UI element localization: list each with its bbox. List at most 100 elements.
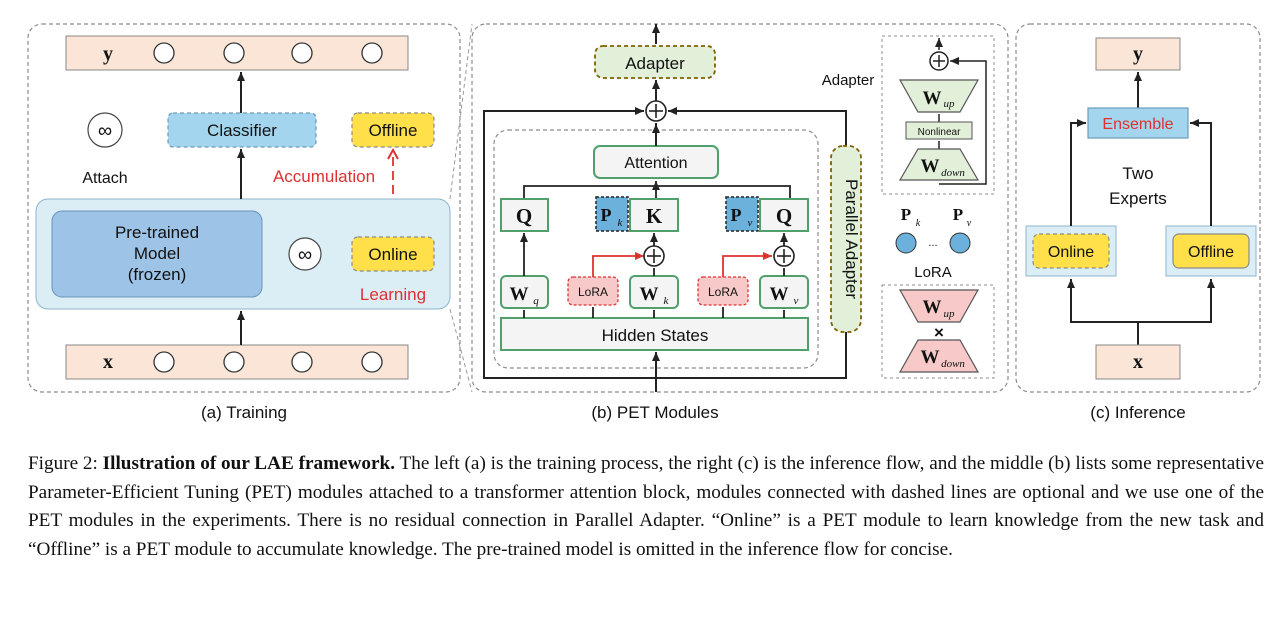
panel-training-frame xyxy=(27,23,461,393)
figure-title: Illustration of our LAE framework. xyxy=(102,453,396,474)
prefix-v-token xyxy=(949,232,971,254)
lora-up-projection xyxy=(898,289,980,323)
lora-times: × xyxy=(934,323,944,342)
panel-pet-caption: (b) PET Modules xyxy=(591,403,718,422)
weight-k-label: W xyxy=(640,284,659,305)
panel-inference-frame xyxy=(1015,23,1261,393)
lae-framework-figure: y ∞ Attach Classifier Offline Accumulati… xyxy=(27,23,1261,422)
input-label-x: x xyxy=(103,351,113,373)
key-box xyxy=(629,198,679,232)
online-label: Online xyxy=(368,245,417,264)
zoom-line-bottom xyxy=(449,308,473,393)
inference-online-label: Online xyxy=(1048,244,1094,261)
inference-online-box xyxy=(1032,233,1110,269)
prefix-k-side: P xyxy=(901,205,911,224)
adapter-down-subscript: down xyxy=(941,167,965,179)
input-token-circle xyxy=(153,351,175,373)
two-experts-line-2: Experts xyxy=(1109,189,1167,208)
parallel-adapter-box xyxy=(830,145,862,333)
offline-box xyxy=(351,112,435,148)
nonlinear-label: Nonlinear xyxy=(918,127,961,138)
ensemble-label: Ensemble xyxy=(1102,116,1173,133)
model-line-3: (frozen) xyxy=(128,265,187,284)
classifier-label: Classifier xyxy=(207,121,277,140)
output-label-y: y xyxy=(103,43,113,65)
input-token-circle xyxy=(291,351,313,373)
figure-caption: Figure 2: Illustration of our LAE framew… xyxy=(28,450,1264,564)
inference-input-x: x xyxy=(1133,351,1143,373)
panel-pet-modules: Adapter Attention Q P k K P v Q xyxy=(471,23,1009,422)
residual-path xyxy=(483,107,656,379)
inference-output-y: y xyxy=(1133,43,1143,65)
query-label-left: Q xyxy=(516,204,532,228)
hidden-states-label: Hidden States xyxy=(602,326,709,345)
attach-point-circle xyxy=(288,237,322,271)
model-line-2: Model xyxy=(134,244,180,263)
adapter-up-subscript: up xyxy=(944,98,956,110)
output-token-row: y xyxy=(65,35,409,71)
inference-output-box xyxy=(1095,37,1181,71)
prefix-value-box xyxy=(725,196,759,232)
inference-offline-label: Offline xyxy=(1188,244,1234,261)
prefix-value-subscript: v xyxy=(748,217,753,229)
panel-pet-frame xyxy=(471,23,1009,393)
lora-k-label: LoRA xyxy=(578,285,608,299)
query-box-left xyxy=(500,198,549,232)
parallel-adapter-label: Parallel Adapter xyxy=(842,179,861,299)
weight-q-label: W xyxy=(510,284,529,305)
prefix-key-label: P xyxy=(601,205,612,225)
prefix-k-side-sub: k xyxy=(916,218,921,229)
lora-down-subscript: down xyxy=(941,358,965,370)
attach-label: Attach xyxy=(82,170,127,187)
adapter-down-w: W xyxy=(921,156,940,177)
nonlinear-box xyxy=(905,121,973,140)
output-token-circle xyxy=(153,42,175,64)
accumulation-label: Accumulation xyxy=(273,167,375,186)
lora-down-w: W xyxy=(921,347,940,368)
model-line-1: Pre-trained xyxy=(115,223,199,242)
attention-label: Attention xyxy=(624,155,687,172)
input-token-circle xyxy=(361,351,383,373)
adapter-top-box xyxy=(594,45,716,79)
offline-label: Offline xyxy=(369,121,418,140)
input-token-row: x xyxy=(65,344,409,380)
panel-training: y ∞ Attach Classifier Offline Accumulati… xyxy=(27,23,473,422)
zoom-line-top xyxy=(449,23,473,200)
prefix-ellipsis: ... xyxy=(928,237,937,249)
weight-k-subscript: k xyxy=(664,295,670,307)
input-token-circle xyxy=(223,351,245,373)
prefix-v-side-sub: v xyxy=(967,218,972,229)
hidden-states-box xyxy=(500,317,809,351)
ensemble-box xyxy=(1087,107,1189,139)
figure-label: Figure 2: xyxy=(28,453,98,474)
lora-inset-frame xyxy=(881,284,995,379)
online-box xyxy=(351,236,435,272)
weight-v-subscript: v xyxy=(794,295,799,307)
lora-v-label: LoRA xyxy=(708,285,738,299)
two-experts-line-1: Two xyxy=(1122,164,1153,183)
adapter-down-projection xyxy=(898,148,980,181)
figure-caption-body: The left (a) is the training process, th… xyxy=(28,453,1265,560)
pretrained-model-box xyxy=(51,210,263,298)
prefix-key-box xyxy=(595,196,629,232)
query-box-right xyxy=(759,198,809,232)
panel-inference-caption: (c) Inference xyxy=(1090,403,1185,422)
attach-symbol: ∞ xyxy=(98,120,112,142)
inference-offline-box xyxy=(1172,233,1250,269)
adapter-inset-frame xyxy=(881,35,995,195)
panel-inference: y Ensemble Two Experts Online Offline x … xyxy=(1015,23,1261,422)
panel-training-caption: (a) Training xyxy=(201,403,287,422)
lora-up-w: W xyxy=(923,297,942,318)
attach-point-symbol: ∞ xyxy=(298,244,312,266)
adapter-up-projection xyxy=(898,79,980,113)
weight-q-subscript: q xyxy=(533,295,539,307)
prefix-v-side: P xyxy=(953,205,963,224)
lora-up-subscript: up xyxy=(944,308,956,320)
inference-input-box xyxy=(1095,344,1181,380)
classifier-box xyxy=(167,112,317,148)
prefix-key-subscript: k xyxy=(618,217,624,229)
output-token-circle xyxy=(361,42,383,64)
output-token-circle xyxy=(291,42,313,64)
learning-label: Learning xyxy=(360,285,426,304)
prefix-value-label: P xyxy=(731,205,742,225)
